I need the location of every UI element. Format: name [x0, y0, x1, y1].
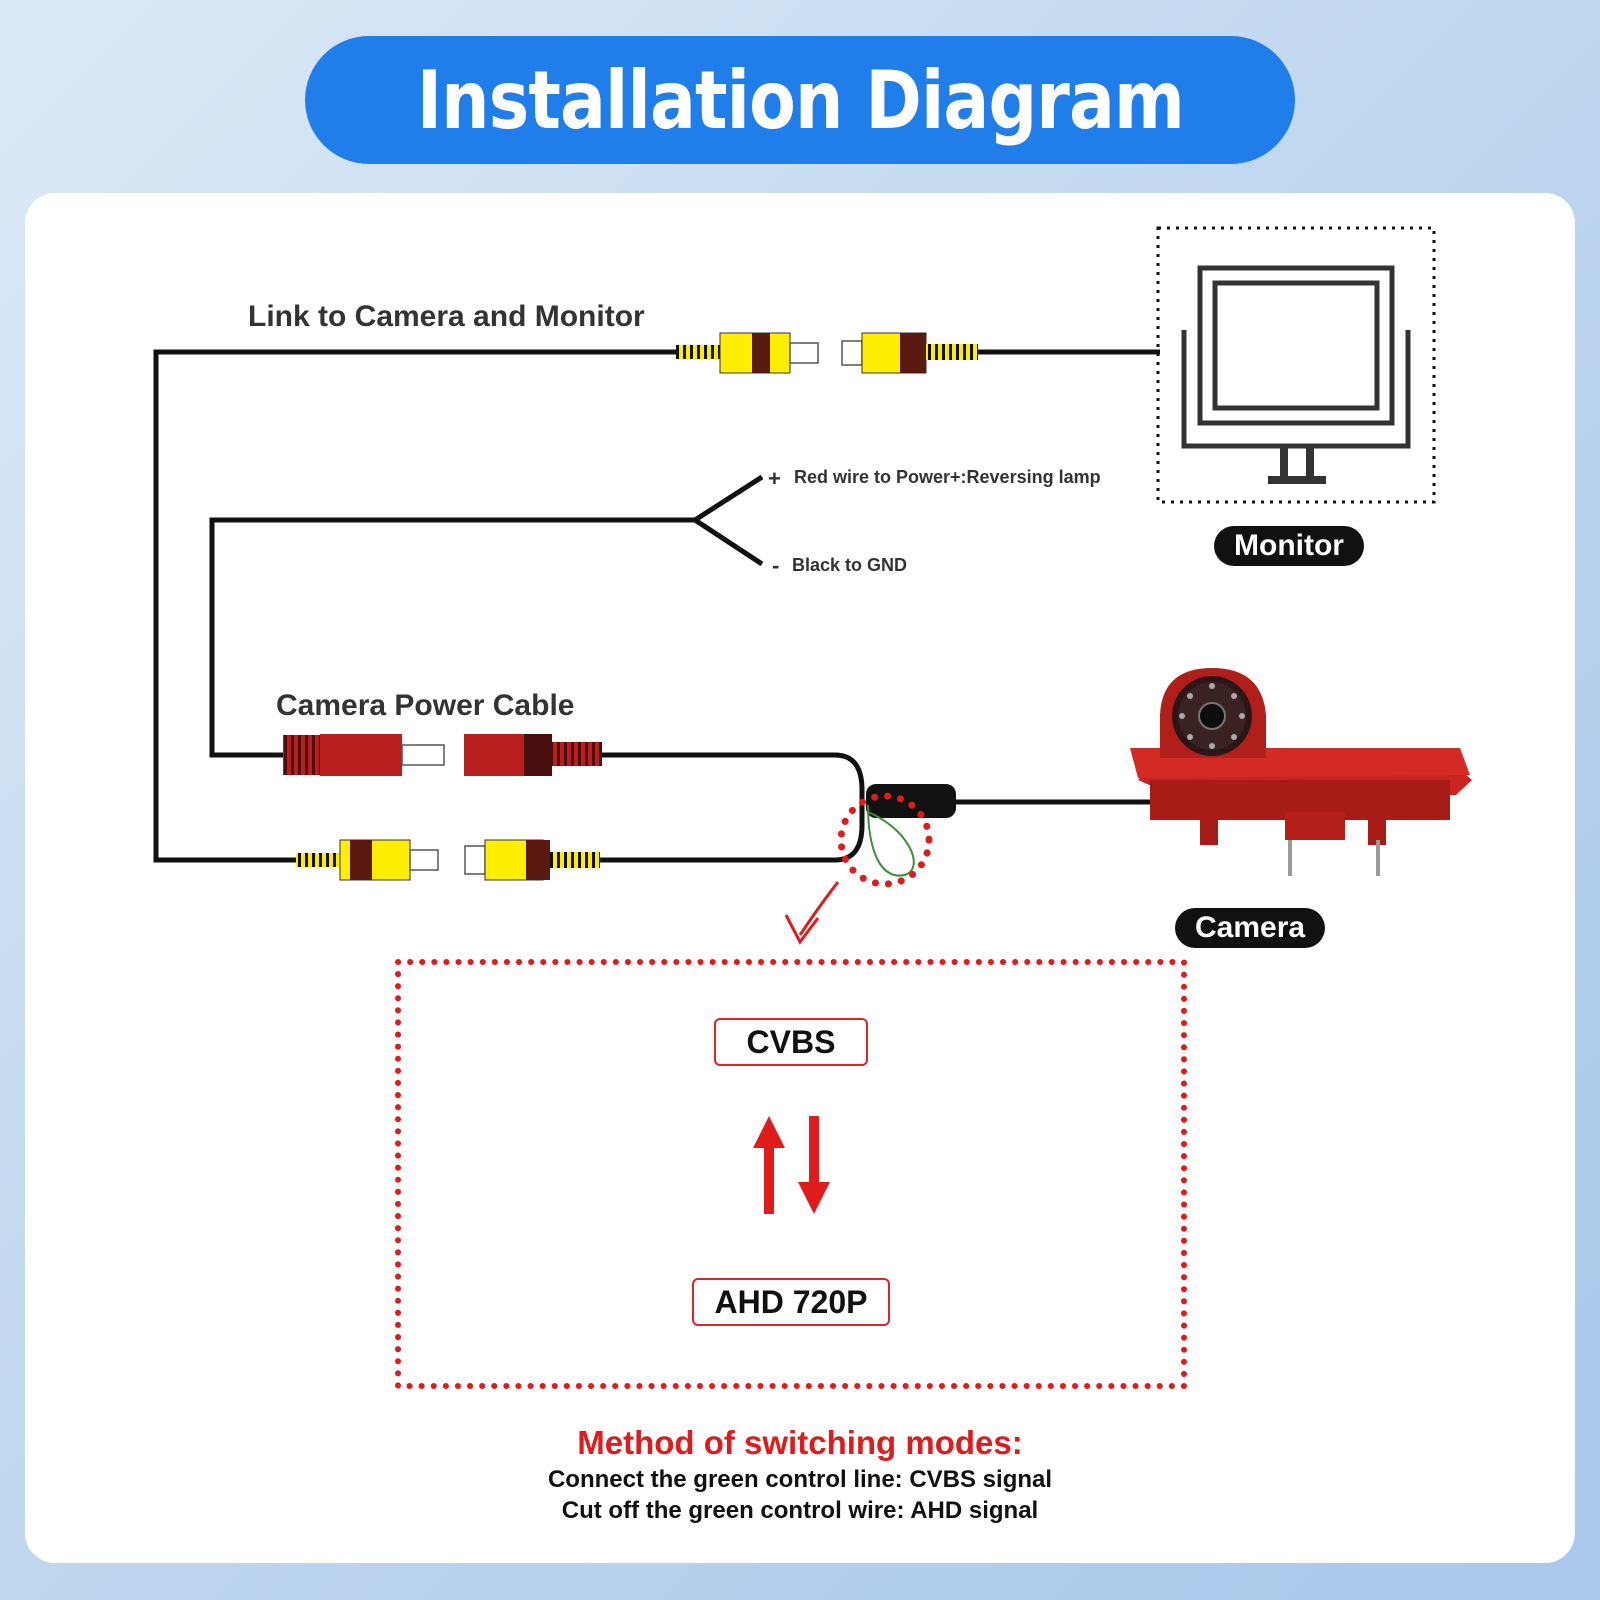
rca-male-plug-top: [676, 332, 819, 374]
black-wire-label: Black to GND: [792, 555, 908, 575]
red-wire: [693, 474, 764, 523]
rca-male-plug-bottom: [296, 839, 439, 881]
pointer-arrow-head: [784, 914, 820, 945]
title-banner: Installation Diagram: [305, 36, 1295, 164]
plus-sign: +: [768, 466, 781, 491]
camera-badge: Camera: [1175, 908, 1326, 948]
mode-cvbs: CVBS: [714, 1018, 868, 1066]
method-line-1: Connect the green control line: CVBS sig…: [547, 1466, 1053, 1493]
method-title: Method of switching modes:: [577, 1424, 1023, 1461]
junction-box: [866, 784, 956, 818]
camera-device: [1130, 668, 1472, 876]
power-branch-cable: [209, 517, 695, 758]
monitor-icon: [1156, 226, 1436, 504]
power-plug-male: [283, 734, 445, 776]
monitor-badge: Monitor: [1214, 526, 1364, 566]
pointer-arrow: [798, 881, 840, 936]
control-wire-highlight: [837, 792, 933, 888]
red-wire-label: Red wire to Power+:Reversing lamp: [794, 467, 1101, 487]
video-cable: [153, 349, 676, 863]
minus-sign: -: [772, 553, 780, 578]
method-line-2: Cut off the green control wire: AHD sign…: [561, 1497, 1039, 1524]
power-plug-female: [464, 734, 602, 776]
rca-female-plug-bottom: [464, 839, 600, 881]
switch-arrows-icon: [753, 1116, 830, 1214]
rca-female-plug-top: [841, 332, 978, 374]
black-wire: [693, 517, 764, 567]
mode-ahd: AHD 720P: [692, 1278, 890, 1326]
green-control-wire: [867, 804, 915, 877]
link-label: Link to Camera and Monitor: [248, 300, 645, 333]
power-cable-label: Camera Power Cable: [276, 689, 575, 722]
page-title: Installation Diagram: [416, 53, 1184, 147]
camera-power-cable: [600, 752, 865, 863]
